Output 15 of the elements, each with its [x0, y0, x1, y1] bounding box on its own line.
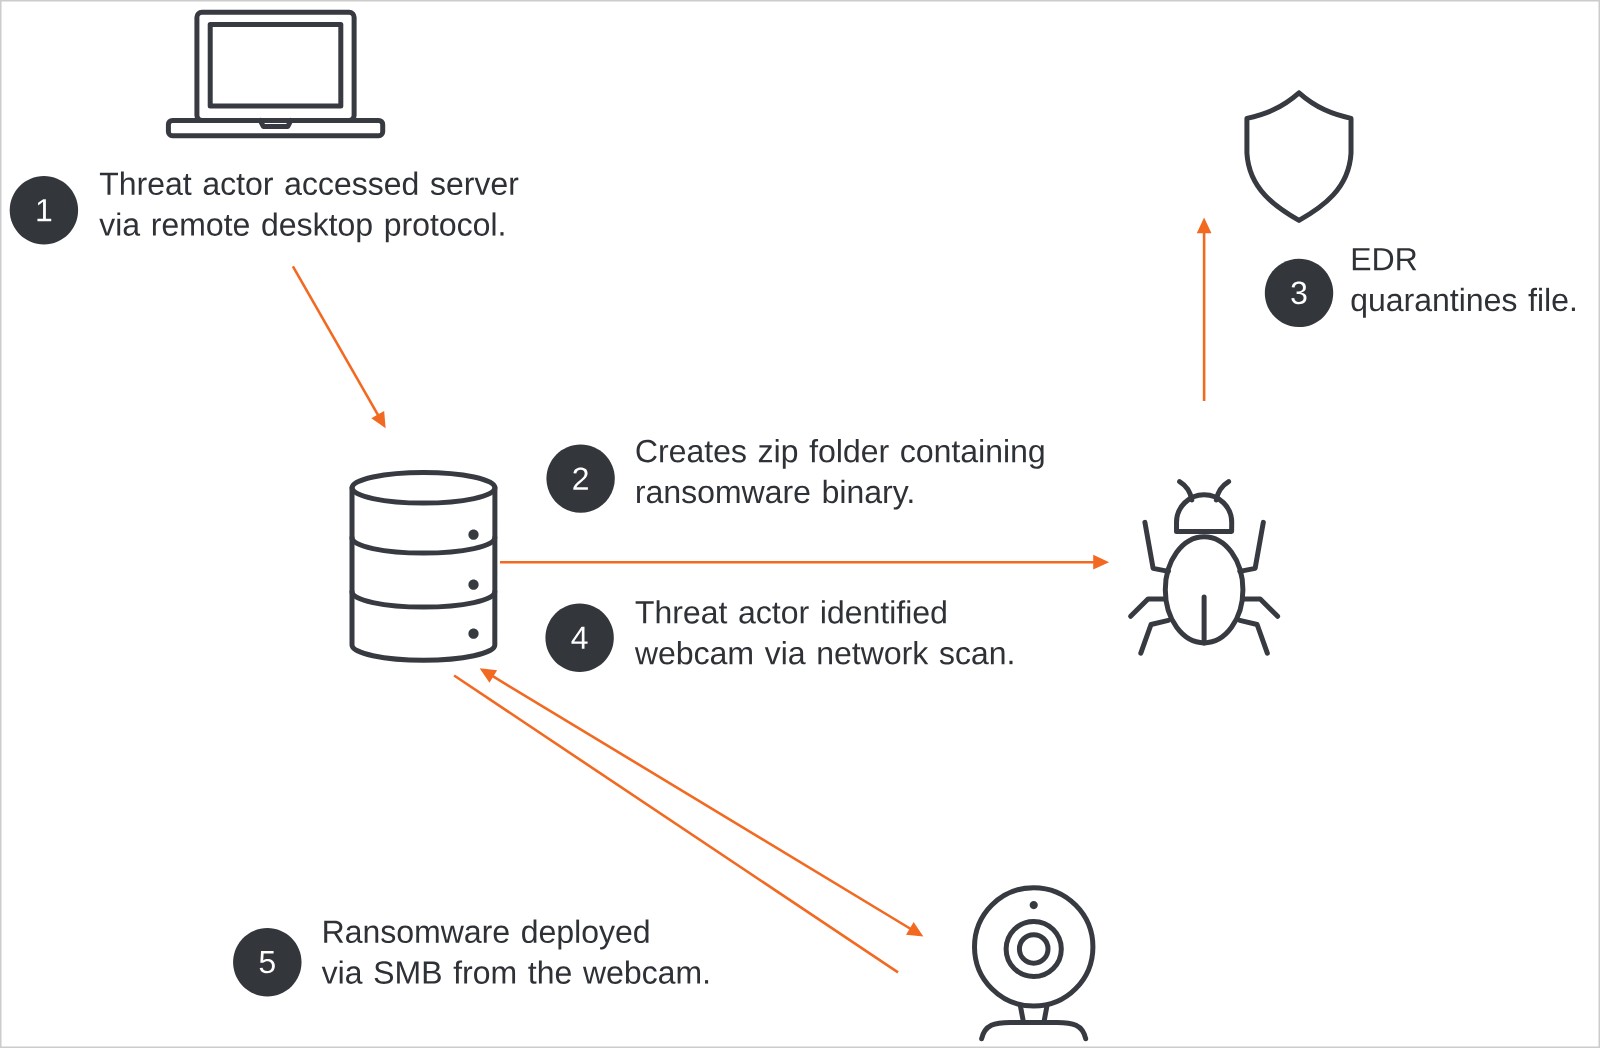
step-number-badge: 4: [545, 603, 614, 672]
step-number-badge: 1: [9, 176, 79, 245]
webcam-icon: [972, 885, 1096, 1042]
step-number-badge: 3: [1264, 258, 1334, 328]
laptop-icon: [165, 9, 386, 139]
step-description: Creates zip folder containing ransomware binary.: [636, 439, 1044, 510]
shield-icon: [1244, 90, 1354, 223]
step-number-badge: 5: [233, 928, 302, 997]
step-description: Threat actor accessed server via remote desktop protocol.: [99, 171, 519, 243]
step-description: Threat actor identified webcam via network scan.: [634, 600, 1013, 665]
database-server-icon: [349, 470, 498, 663]
step-description: EDR quarantines file.: [1351, 248, 1575, 318]
step-number-badge: 2: [546, 444, 615, 513]
step-description: Ransomware deployed via SMB from the webcam.: [321, 919, 709, 984]
bug-icon: [1128, 479, 1281, 656]
